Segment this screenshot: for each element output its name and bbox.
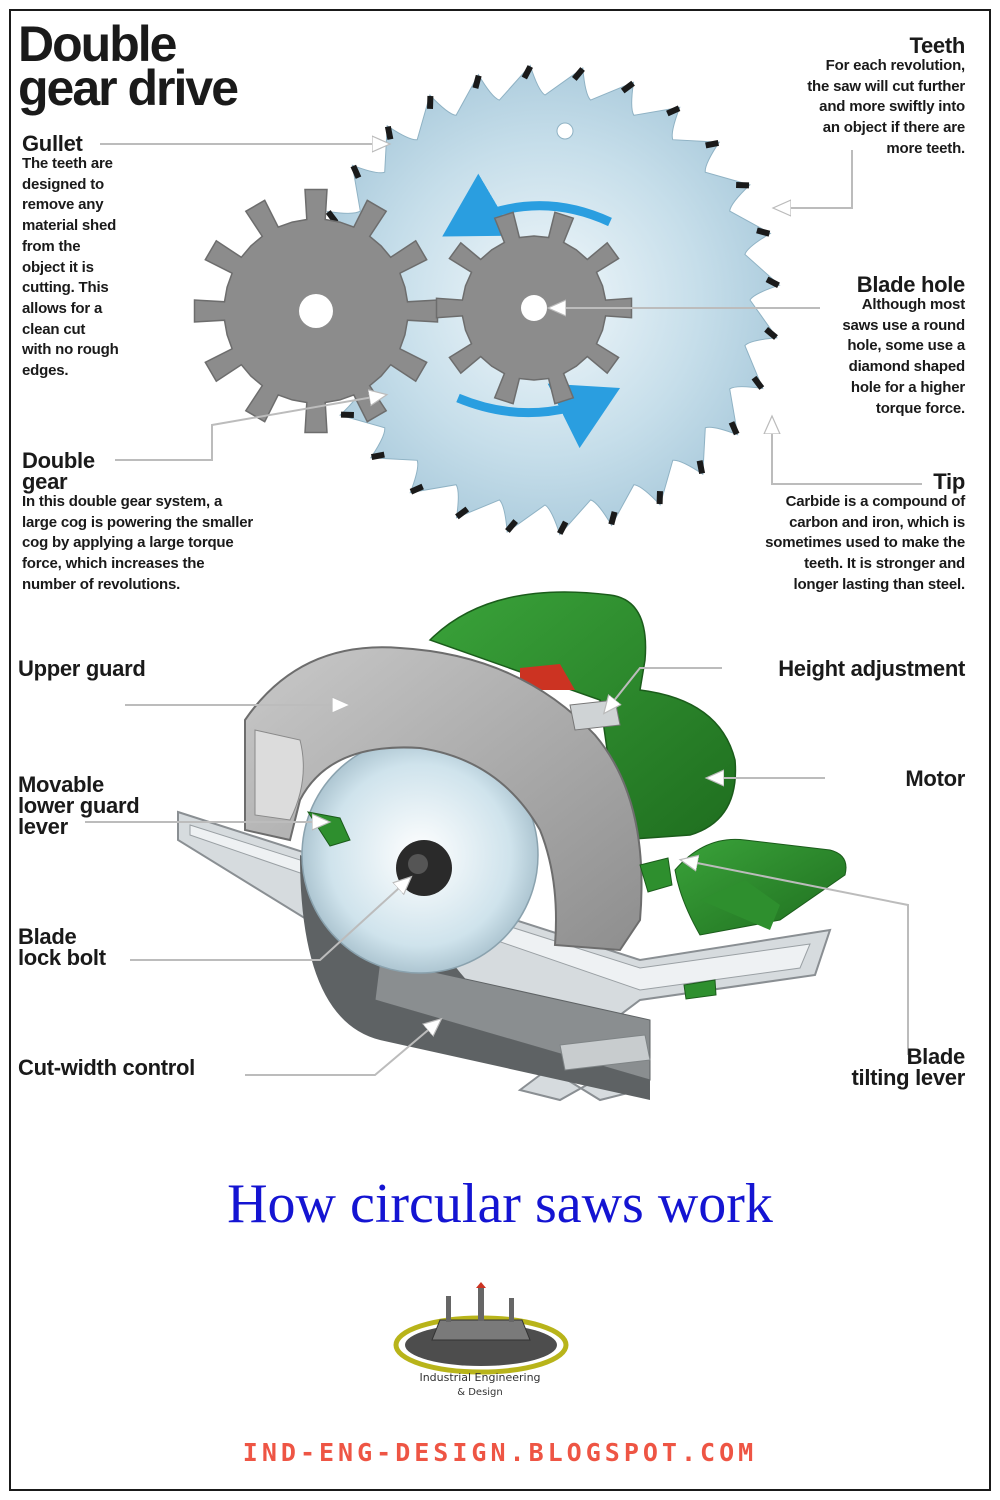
leader-lines-bottom	[85, 667, 909, 1076]
caption: How circular saws work	[227, 1173, 773, 1235]
carbide-tip	[409, 483, 424, 495]
label-gullet: Gullet The teeth are designed to remove …	[22, 133, 192, 382]
carbide-tip	[384, 126, 394, 140]
carbide-tip	[764, 327, 778, 340]
rotation-arrow-bottom	[456, 383, 621, 449]
label-blade-tilting-lever: Blade tilting lever	[851, 1044, 966, 1090]
carbide-tip	[557, 520, 569, 535]
carbide-tip	[521, 65, 533, 80]
rotation-arrow-top	[442, 173, 612, 237]
logo-text: Industrial Engineering & Design	[419, 1371, 541, 1398]
label-height-adjustment: Height adjustment	[778, 656, 965, 681]
carbide-tip	[472, 74, 482, 89]
carbide-tip	[455, 506, 470, 520]
carbide-tip	[696, 460, 706, 474]
diagram-title: Double gear drive	[18, 16, 239, 116]
carbide-tip	[350, 164, 362, 179]
label-upper-guard: Upper guard	[18, 656, 146, 681]
carbide-tip	[765, 276, 780, 288]
label-motor: Motor	[905, 766, 965, 791]
teeth-description: For each revolution, the saw will cut fu…	[807, 57, 965, 157]
blade-hole-description: Although most saws use a round hole, som…	[842, 296, 965, 417]
carbide-tip	[572, 67, 585, 81]
label-double-gear: Double gear In this double gear system, …	[22, 450, 322, 596]
carbide-tip	[756, 227, 771, 237]
gullet-description: The teeth are designed to remove any mat…	[22, 155, 119, 380]
carbide-tip	[608, 511, 618, 526]
blog-url[interactable]: IND-ENG-DESIGN.BLOGSPOT.COM	[242, 1438, 758, 1467]
carbide-tip	[751, 375, 765, 390]
double-gear-description: In this double gear system, a large cog …	[22, 493, 253, 593]
leader-lines-top	[100, 144, 922, 485]
label-teeth: Teeth For each revolution, the saw will …	[705, 35, 965, 160]
label-movable-lower-guard-lever: Movable lower guard lever	[18, 772, 140, 839]
carbide-tip	[666, 105, 681, 117]
label-tip: Tip Carbide is a compound of carbon and …	[685, 471, 965, 596]
carbide-tip	[505, 519, 518, 533]
carbide-tip	[705, 139, 719, 149]
carbide-tip	[728, 421, 740, 436]
label-blade-lock-bolt: Blade lock bolt	[18, 924, 106, 970]
logo	[393, 1282, 569, 1375]
carbide-tip	[620, 80, 635, 94]
circular-saw	[177, 591, 847, 1102]
large-gear	[193, 188, 439, 434]
border-frame	[9, 9, 991, 1491]
label-cut-width-control: Cut-width control	[18, 1055, 195, 1080]
carbide-tip	[371, 451, 385, 461]
small-gear	[435, 211, 633, 405]
tip-description: Carbide is a compound of carbon and iron…	[765, 493, 965, 593]
label-blade-hole: Blade hole Although most saws use a roun…	[745, 274, 965, 419]
